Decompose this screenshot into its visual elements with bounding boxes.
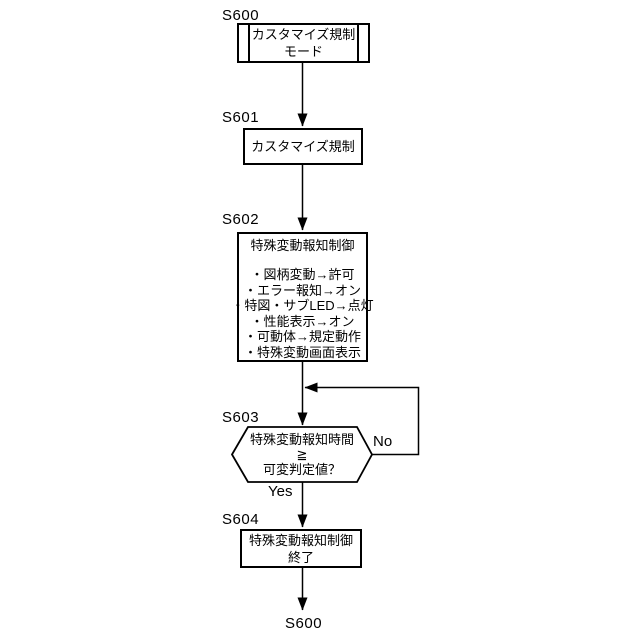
subroutine-text-line2: モード <box>283 44 323 59</box>
subroutine-bar-left <box>248 25 250 61</box>
process-item: ・可動体→規定動作 <box>243 329 361 344</box>
process-box-s601: カスタマイズ規制 <box>243 128 363 165</box>
decision-text-line3: 可変判定値？ <box>262 461 341 477</box>
process-item: ・特図・サブLED→点灯 <box>231 298 374 313</box>
step-label-s603: S603 <box>222 409 260 426</box>
end-label-s600: S600 <box>285 615 323 632</box>
step-label-s601: S601 <box>222 109 260 126</box>
process-item: ・特殊変動画面表示 <box>243 344 361 360</box>
process-title-s602: 特殊変動報知制御 <box>250 238 355 253</box>
step-label-s600: S600 <box>222 7 260 24</box>
loop-connector-no <box>304 382 420 456</box>
process-text-s601: カスタマイズ規制 <box>251 139 355 154</box>
decision-text-line1: 特殊変動報知時間 <box>249 431 354 447</box>
process-box-s602: 特殊変動報知制御 ・図柄変動→許可 ・エラー報知→オン ・特図・サブLED→点灯… <box>231 232 374 362</box>
process-text-s604-line1: 特殊変動報知制御 <box>248 532 353 548</box>
process-text-s604-line2: 終了 <box>287 549 314 565</box>
branch-label-no: No <box>373 433 393 450</box>
process-box-s604: 特殊変動報知制御 終了 <box>240 529 362 568</box>
step-label-s602: S602 <box>222 211 260 228</box>
decision-hexagon-s603 <box>230 426 374 483</box>
decision-text-line2: ≧ <box>296 446 308 462</box>
branch-label-yes: Yes <box>268 483 293 500</box>
subroutine-box-s600: カスタマイズ規制 モード <box>237 23 370 63</box>
subroutine-bar-right <box>357 25 359 61</box>
process-item: ・性能表示→オン <box>250 313 355 329</box>
step-label-s604: S604 <box>222 511 260 528</box>
process-item: ・エラー報知→オン <box>243 282 361 298</box>
process-item: ・図柄変動→許可 <box>250 267 355 282</box>
decision-text-s603: 特殊変動報知時間 ≧ 可変判定値？ <box>237 430 367 478</box>
subroutine-text-line1: カスタマイズ規制 <box>251 27 356 42</box>
